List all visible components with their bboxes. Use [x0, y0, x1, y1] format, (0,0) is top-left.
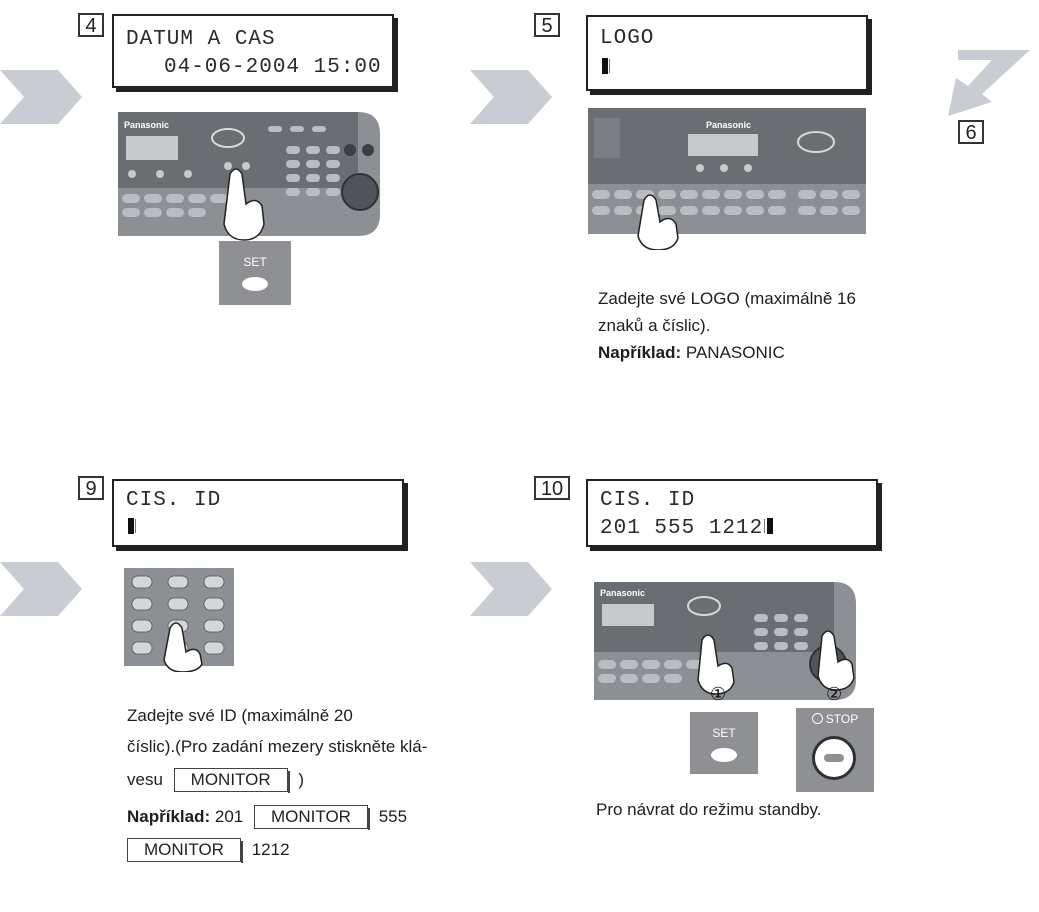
- step10-instruction: Pro návrat do režimu standby.: [596, 796, 976, 823]
- example-part2: 555: [379, 807, 407, 826]
- lcd-line-1: DATUM A CAS: [126, 28, 276, 51]
- step9-instruction: Zadejte své ID (maximálně 20 číslic).(Pr…: [127, 702, 507, 863]
- cursor-block: [602, 58, 608, 74]
- stop-sign-icon: [812, 713, 823, 724]
- cursor-line: [135, 519, 136, 533]
- stop-key-header: STOP: [796, 712, 874, 726]
- panel-brand: Panasonic: [124, 120, 169, 130]
- lcd-line-2: 04-06-2004 15:00: [164, 56, 382, 79]
- cursor-line: [609, 59, 610, 73]
- step-number-5: 5: [534, 13, 560, 37]
- control-panel-image: Panasonic ① ②: [594, 576, 864, 708]
- callout-1: ①: [710, 684, 726, 705]
- set-key-oval: [242, 277, 268, 291]
- step-number-4: 4: [78, 13, 104, 37]
- lcd-line-1: CIS. ID: [600, 489, 695, 512]
- chevron-arrow-icon: [470, 562, 552, 616]
- step-number-6: 6: [958, 120, 984, 144]
- stop-key-icon: STOP: [796, 708, 874, 792]
- chevron-arrow-icon: [470, 70, 552, 124]
- monitor-key-icon: MONITOR: [127, 838, 241, 862]
- step-number-9: 9: [78, 476, 104, 500]
- set-key-label: SET: [219, 255, 291, 269]
- lcd-cursor-line: [600, 57, 610, 80]
- cursor-block: [128, 518, 134, 534]
- cursor-line: [764, 519, 765, 533]
- cursor-block: [767, 518, 773, 534]
- example-part1: 201: [215, 807, 243, 826]
- step5-instruction: Zadejte své LOGO (maximálně 16 znaků a č…: [598, 285, 958, 366]
- set-key-icon: SET: [219, 241, 291, 305]
- callout-2: ②: [826, 684, 842, 705]
- lcd-display-id-filled: CIS. ID 201 555 1212: [586, 479, 878, 547]
- monitor-key-icon: MONITOR: [174, 768, 288, 792]
- example-part3: 1212: [252, 840, 290, 859]
- step5-text-line1: Zadejte své LOGO (maximálně 16: [598, 285, 958, 312]
- down-left-arrow-icon: [930, 50, 1030, 120]
- numeric-keypad-image: [124, 568, 236, 672]
- lcd-line-1: LOGO: [600, 27, 654, 50]
- monitor-key-icon: MONITOR: [254, 805, 368, 829]
- control-panel-image: Panasonic: [588, 108, 866, 250]
- lcd-line-2-text: 201 555 1212: [600, 517, 763, 540]
- example-value: PANASONIC: [686, 343, 785, 362]
- set-key-oval: [711, 748, 737, 762]
- lcd-display-id: CIS. ID: [112, 479, 404, 547]
- stop-key-bar: [824, 754, 844, 762]
- panel-brand: Panasonic: [706, 120, 751, 130]
- lcd-display-date-time: DATUM A CAS 04-06-2004 15:00: [112, 14, 394, 88]
- control-panel-image: Panasonic: [118, 104, 388, 244]
- step9-example-cont: MONITOR 1212: [121, 836, 507, 863]
- chevron-arrow-icon: [0, 562, 82, 616]
- vesu-text: vesu: [127, 770, 163, 789]
- step5-example: Například: PANASONIC: [598, 339, 958, 366]
- example-label: Například:: [598, 343, 681, 362]
- lcd-line-1: CIS. ID: [126, 489, 221, 512]
- step-number-10: 10: [534, 476, 570, 500]
- step9-text-line1: Zadejte své ID (maximálně 20: [127, 702, 507, 729]
- step9-text-line2: číslic).(Pro zadání mezery stiskněte klá…: [127, 733, 507, 760]
- panel-brand: Panasonic: [600, 588, 645, 598]
- chevron-arrow-icon: [0, 70, 82, 124]
- lcd-line-2: 201 555 1212: [600, 517, 773, 540]
- step5-text-line2: znaků a číslic).: [598, 312, 958, 339]
- lcd-display-logo: LOGO: [586, 15, 868, 91]
- set-key-icon: SET: [690, 712, 758, 774]
- stop-key-button: [812, 736, 856, 780]
- step9-example: Například: 201 MONITOR 555: [127, 803, 507, 830]
- stop-key-label: STOP: [826, 712, 858, 726]
- lcd-cursor-line: [126, 517, 136, 540]
- step9-text-line3: vesu MONITOR ): [127, 766, 507, 793]
- set-key-label: SET: [690, 726, 758, 740]
- example-label: Například:: [127, 807, 210, 826]
- closing-paren: ): [298, 770, 304, 789]
